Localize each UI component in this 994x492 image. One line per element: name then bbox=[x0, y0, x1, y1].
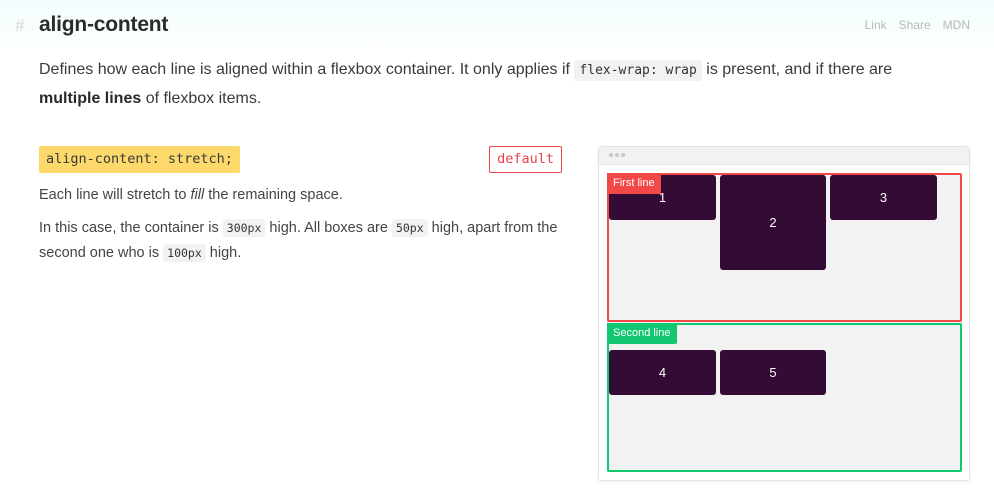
second-line-outline: Second line bbox=[607, 323, 962, 472]
description-line-1: Each line will stretch to fill the remai… bbox=[39, 185, 562, 205]
link-button[interactable]: Link bbox=[864, 18, 887, 32]
page-title: align-content bbox=[39, 13, 169, 36]
intro-text: Defines how each line is aligned within … bbox=[39, 61, 575, 78]
code-100px: 100px bbox=[163, 244, 206, 262]
first-line-label: First line bbox=[607, 173, 661, 194]
demo-window-bar bbox=[599, 147, 969, 165]
code-50px: 50px bbox=[391, 219, 428, 237]
flex-item-3: 3 bbox=[830, 175, 937, 220]
property-code: align-content: stretch; bbox=[39, 146, 240, 173]
code-300px: 300px bbox=[222, 219, 266, 237]
share-button[interactable]: Share bbox=[898, 18, 931, 32]
section-header: # align-content Link Share MDN bbox=[0, 0, 994, 50]
intro-bold: multiple lines bbox=[39, 90, 142, 107]
flex-item-4: 4 bbox=[609, 350, 716, 395]
mdn-link[interactable]: MDN bbox=[942, 18, 970, 32]
desc-emphasis: fill bbox=[190, 187, 205, 203]
desc-text: high, apart from the second one who is bbox=[39, 220, 558, 261]
intro-paragraph: Defines how each line is aligned within … bbox=[39, 56, 979, 113]
desc-text: the remaining space. bbox=[204, 187, 343, 203]
flex-item-2: 2 bbox=[720, 175, 826, 270]
flex-container: First line Second line 1 2 3 4 5 bbox=[607, 173, 962, 472]
first-line-outline: First line bbox=[607, 173, 962, 322]
flex-item-1: 1 bbox=[609, 175, 716, 220]
description-line-2: In this case, the container is 300px hig… bbox=[39, 216, 562, 266]
desc-text: Each line will stretch to bbox=[39, 187, 191, 203]
header-links: Link Share MDN bbox=[865, 18, 970, 32]
default-badge: default bbox=[489, 146, 562, 173]
desc-text: In this case, the container is bbox=[39, 220, 223, 236]
intro-text: is present, and if there are bbox=[701, 61, 893, 78]
desc-text: high. All boxes are bbox=[265, 220, 392, 236]
anchor-hash-icon[interactable]: # bbox=[15, 16, 25, 35]
intro-text: of flexbox items. bbox=[141, 90, 262, 107]
example-description: align-content: stretch; default Each lin… bbox=[39, 146, 562, 266]
intro-code: flex-wrap: wrap bbox=[574, 60, 702, 81]
demo-window: First line Second line 1 2 3 4 5 bbox=[598, 146, 970, 481]
window-dots-icon bbox=[609, 153, 625, 157]
desc-text: high. bbox=[205, 245, 242, 261]
second-line-label: Second line bbox=[607, 323, 677, 344]
flex-item-5: 5 bbox=[720, 350, 826, 395]
